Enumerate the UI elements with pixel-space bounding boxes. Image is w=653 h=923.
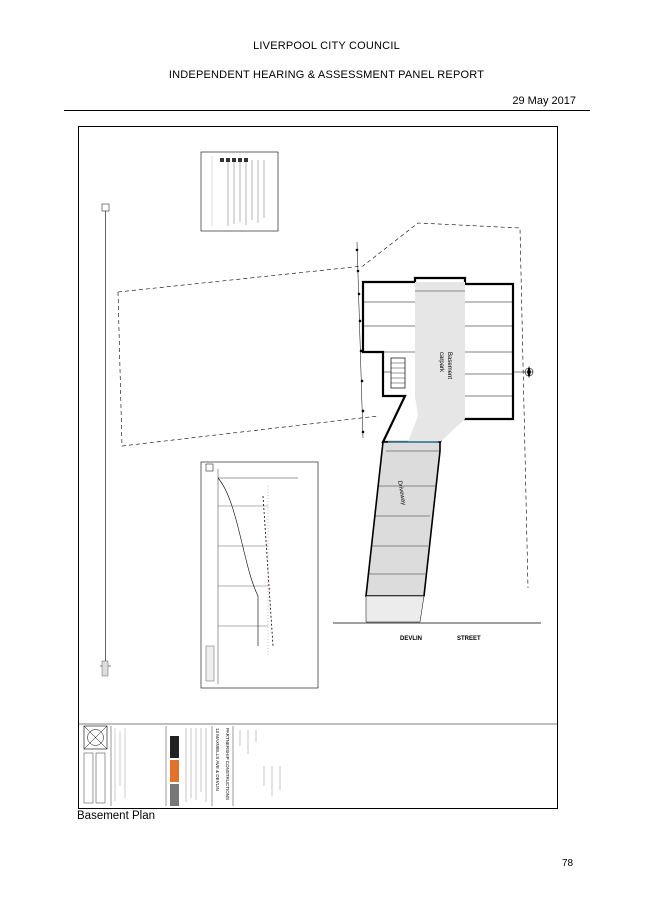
report-title: INDEPENDENT HEARING & ASSESSMENT PANEL R… bbox=[168, 69, 485, 81]
parking-bays-right bbox=[465, 301, 513, 397]
parking-aisle bbox=[408, 282, 465, 442]
title-block: 13 MAXWELLS AVE & DEVLIN PARTNERSHIP CON… bbox=[78, 723, 558, 806]
title-block-firm: PARTNERSHIP CONSTRUCTIONS bbox=[225, 728, 230, 800]
left-dimension-line bbox=[100, 203, 111, 677]
basement-label-2: carpark bbox=[438, 352, 444, 373]
street-word-devlin: DEVLIN bbox=[400, 636, 422, 642]
basement-plan-drawing: Basement carpark Driveway DEVLIN STREET bbox=[78, 126, 558, 809]
report-date: 29 May 2017 bbox=[512, 95, 576, 107]
header-divider bbox=[64, 110, 590, 111]
longitudinal-section bbox=[200, 461, 319, 689]
north-arrow-icon bbox=[513, 366, 534, 378]
parking-bays-left bbox=[363, 301, 415, 373]
page-number: 78 bbox=[562, 858, 574, 869]
site-boundary bbox=[117, 222, 529, 589]
stair bbox=[390, 357, 406, 389]
driveway-entry bbox=[365, 595, 425, 623]
title-block-address: 13 MAXWELLS AVE & DEVLIN bbox=[215, 728, 220, 791]
street-word-street: STREET bbox=[457, 636, 481, 642]
figure-caption: Basement Plan bbox=[77, 810, 155, 822]
legend-box bbox=[200, 151, 279, 232]
driveway-label: Driveway bbox=[396, 480, 406, 505]
council-name: LIVERPOOL CITY COUNCIL bbox=[253, 40, 400, 52]
basement-label-1: Basement bbox=[446, 352, 452, 379]
survey-points bbox=[355, 241, 365, 439]
